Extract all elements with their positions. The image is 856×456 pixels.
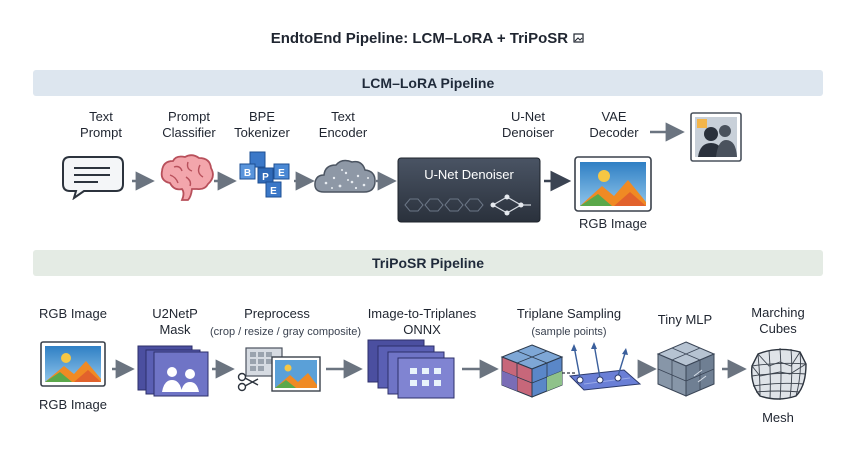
- bpe-tokenizer-label: BPE Tokenizer: [226, 109, 298, 141]
- token-e: E: [270, 186, 277, 197]
- label-line: ONNX: [403, 322, 441, 337]
- unet-icon: U-Net Denoiser: [397, 157, 541, 223]
- label-line: Encoder: [318, 125, 368, 140]
- cube-icon: [500, 344, 564, 398]
- label-line: Preprocess: [244, 306, 310, 321]
- sampling-icon: [562, 342, 642, 391]
- token-p: P: [262, 172, 269, 183]
- label-line: Tokenizer: [234, 125, 290, 140]
- image-icon: [574, 156, 652, 212]
- token-e: E: [278, 168, 285, 179]
- label-line: U-Net: [511, 109, 545, 124]
- label-line: Text: [89, 109, 113, 124]
- title-text: EndtoEnd Pipeline: LCM–LoRA + TriPoSR: [270, 30, 569, 47]
- label-line: VAE: [601, 109, 627, 124]
- label-line: Decoder: [589, 125, 639, 140]
- label-line: U2NetP: [152, 306, 198, 321]
- diagram-title: EndtoEnd Pipeline: LCM–LoRA + TriPoSR: [0, 30, 856, 47]
- prompt-classifier-label: Prompt Classifier: [152, 109, 226, 141]
- triplane-sampling-label: Triplane Sampling (sample points): [504, 306, 634, 340]
- mask-icon: [137, 345, 209, 397]
- tokens-icon: B P E E: [239, 151, 290, 198]
- text-encoder-label: Text Encoder: [308, 109, 378, 141]
- label-line: Mask: [159, 322, 191, 337]
- u2netp-mask-label: U2NetP Mask: [140, 306, 210, 338]
- vae-decoder-label: VAE Decoder: [578, 109, 650, 141]
- cloud-icon: [314, 159, 376, 193]
- mesh-icon: [750, 347, 807, 401]
- label-line: Text: [331, 109, 355, 124]
- image-icon: [40, 341, 106, 387]
- label-line: (sample points): [531, 326, 607, 338]
- label-line: Cubes: [759, 321, 797, 336]
- mesh-caption: Mesh: [762, 410, 794, 425]
- unet-box-label: U-Net Denoiser: [424, 167, 514, 182]
- label-line: Prompt: [168, 109, 210, 124]
- triplanes-icon: [367, 339, 455, 399]
- label-line: Denoiser: [501, 125, 555, 140]
- mlp-cube-icon: [656, 341, 716, 397]
- rgb-image-input-caption: RGB Image: [39, 397, 107, 412]
- triposr-section-header: TriPoSR Pipeline: [33, 250, 823, 276]
- lcm-lora-section-header: LCM–LoRA Pipeline: [33, 70, 823, 96]
- preprocess-icon: [237, 347, 321, 392]
- label-line: Prompt: [80, 125, 122, 140]
- unet-denoiser-label: U-Net Denoiser: [490, 109, 566, 141]
- rgb-image-input-label: RGB Image: [39, 306, 107, 321]
- marching-cubes-label: Marching Cubes: [742, 305, 814, 337]
- label-line: BPE: [248, 109, 275, 124]
- tiny-mlp-label: Tiny MLP: [657, 312, 713, 327]
- preprocess-label: Preprocess (crop / resize / gray composi…: [210, 306, 361, 340]
- brain-icon: [160, 154, 214, 201]
- image-to-triplanes-label: Image-to-Triplanes ONNX: [355, 306, 489, 338]
- label-line: Image-to-Triplanes: [367, 306, 477, 321]
- label-line: Classifier: [162, 125, 216, 140]
- label-line: Marching: [751, 305, 805, 320]
- chat-bubble-icon: [62, 156, 124, 200]
- portrait-icon: [690, 112, 742, 162]
- label-line: Triplane Sampling: [516, 306, 622, 321]
- token-b: B: [244, 168, 251, 179]
- image-icon: [573, 33, 584, 43]
- label-line: (crop / resize / gray composite): [210, 326, 361, 338]
- rgb-image-caption: RGB Image: [579, 216, 647, 231]
- text-prompt-label: Text Prompt: [68, 109, 134, 141]
